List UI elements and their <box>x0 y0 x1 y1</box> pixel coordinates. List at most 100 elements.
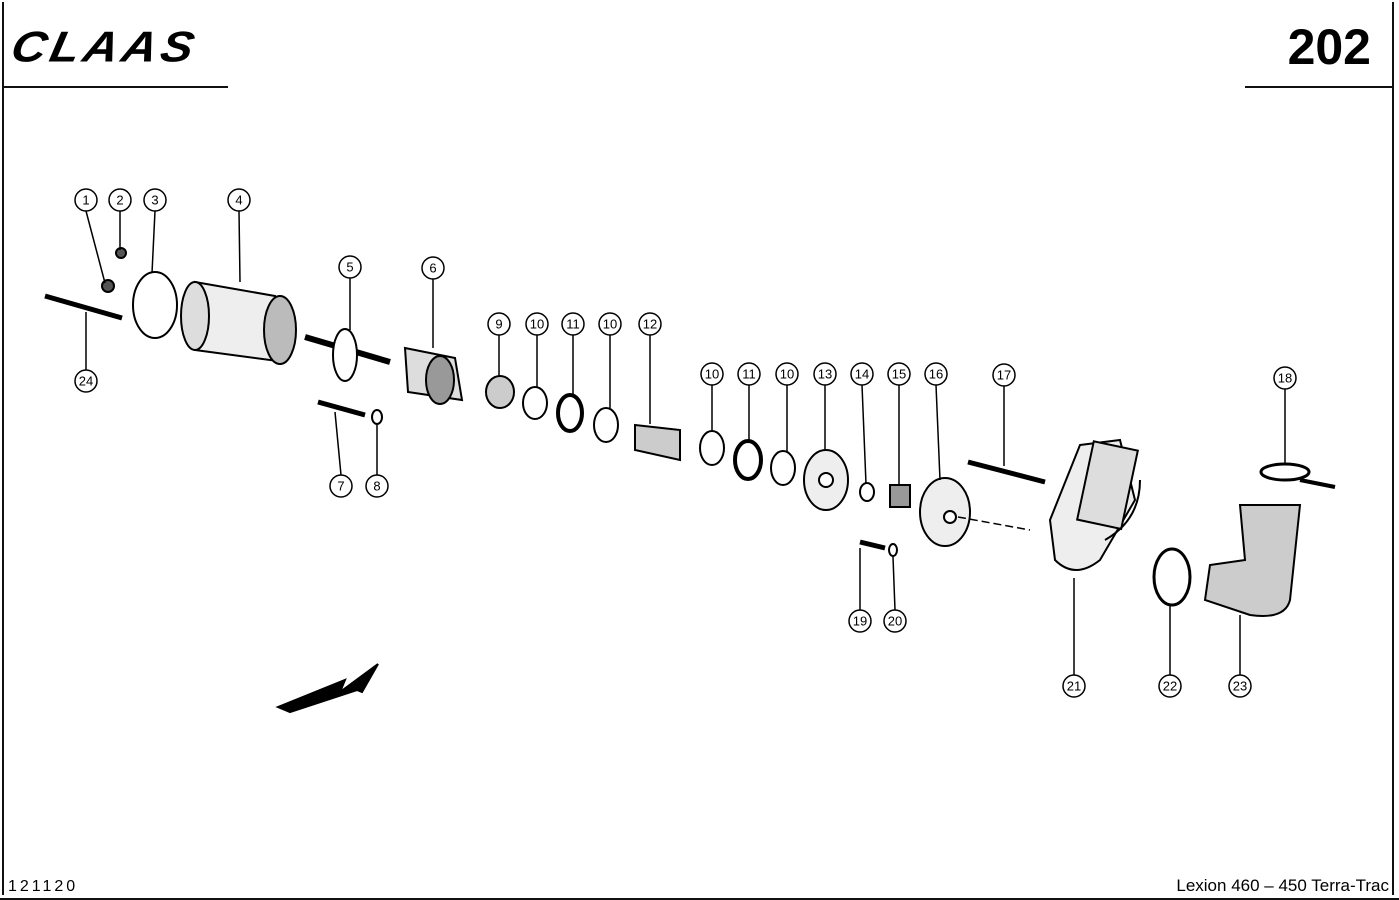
callout-11: 11 <box>737 362 761 442</box>
callout-circle <box>108 188 132 212</box>
part-plate-16 <box>919 477 971 547</box>
leader-line <box>85 210 106 284</box>
callout-4: 4 <box>227 188 251 283</box>
callout-circle <box>338 255 362 279</box>
callout-6: 6 <box>421 256 445 348</box>
leader-line <box>935 384 941 481</box>
callout-number: 24 <box>79 374 93 389</box>
callout-number: 10 <box>603 317 617 332</box>
callout-15: 15 <box>887 362 911 485</box>
callout-circle <box>813 362 837 386</box>
callout-number: 17 <box>997 368 1011 383</box>
callout-2: 2 <box>108 188 132 250</box>
callout-circle <box>329 474 353 498</box>
callout-circle <box>365 474 389 498</box>
callout-number: 9 <box>495 317 502 332</box>
callout-circle <box>227 188 251 212</box>
callout-circle <box>1228 674 1252 698</box>
callout-number: 6 <box>429 261 436 276</box>
part-bolt-7 <box>317 399 366 418</box>
callout-1: 1 <box>74 188 106 284</box>
callout-22: 22 <box>1158 605 1182 698</box>
part-flange-3 <box>132 271 178 339</box>
callout-number: 15 <box>892 367 906 382</box>
callout-circle <box>143 188 167 212</box>
callout-number: 16 <box>929 367 943 382</box>
callout-12: 12 <box>638 312 662 424</box>
part-ring-10a <box>522 386 548 420</box>
callout-circle <box>700 362 724 386</box>
part-hose-23 <box>1203 504 1302 617</box>
callout-17: 17 <box>992 363 1016 466</box>
leader-line <box>334 411 342 476</box>
callout-number: 13 <box>818 367 832 382</box>
callout-number: 14 <box>855 367 869 382</box>
header-rule-left <box>4 86 228 88</box>
callout-number: 20 <box>888 614 902 629</box>
callout-3: 3 <box>143 188 167 274</box>
part-bearing-11b <box>733 439 763 481</box>
part-washer-8 <box>371 409 383 425</box>
callout-number: 11 <box>742 367 756 382</box>
callout-number: 11 <box>566 317 580 332</box>
callout-20: 20 <box>883 556 907 633</box>
callout-circle <box>1062 674 1086 698</box>
machine-model: Lexion 460 – 450 Terra-Trac <box>1176 876 1389 895</box>
callout-number: 3 <box>151 193 158 208</box>
part-ring-10d <box>770 450 796 486</box>
part-clamp-18 <box>1259 462 1311 482</box>
part-nut-2 <box>115 247 127 259</box>
part-nut-1 <box>101 279 115 293</box>
part-bolt-24 <box>44 293 123 321</box>
callout-number: 4 <box>235 193 242 208</box>
callout-10: 10 <box>775 362 799 452</box>
callout-10: 10 <box>525 312 549 388</box>
callout-number: 1 <box>82 193 89 208</box>
callout-number: 12 <box>643 317 657 332</box>
callout-19: 19 <box>848 548 872 633</box>
callout-14: 14 <box>850 362 874 485</box>
part-roller-15 <box>889 484 911 508</box>
callout-18: 18 <box>1273 366 1297 465</box>
callout-24: 24 <box>74 312 98 393</box>
callout-7: 7 <box>329 411 353 498</box>
header-rule-right <box>1245 86 1393 88</box>
part-shaft-flange-5 <box>332 328 358 382</box>
callout-number: 8 <box>373 479 380 494</box>
callout-number: 10 <box>780 367 794 382</box>
callout-circle <box>883 609 907 633</box>
callout-number: 10 <box>705 367 719 382</box>
callout-circle <box>638 312 662 336</box>
callout-10: 10 <box>700 362 724 432</box>
leader-line <box>861 384 867 485</box>
callout-23: 23 <box>1228 615 1252 698</box>
direction-arrow <box>275 663 379 714</box>
callout-circle <box>561 312 585 336</box>
part-nut-14 <box>859 482 875 502</box>
callout-number: 2 <box>116 193 123 208</box>
callout-number: 10 <box>530 317 544 332</box>
callout-number: 22 <box>1163 679 1177 694</box>
callout-circle <box>924 362 948 386</box>
callout-circle <box>848 609 872 633</box>
callout-8: 8 <box>365 425 389 498</box>
callout-9: 9 <box>487 312 511 377</box>
callout-circle <box>525 312 549 336</box>
callout-circle <box>1273 366 1297 390</box>
callout-circle <box>775 362 799 386</box>
callout-circle <box>1158 674 1182 698</box>
leader-line <box>892 556 896 611</box>
part-washer-20 <box>888 543 898 557</box>
part-ring-10c <box>699 430 725 466</box>
callout-circle <box>992 363 1016 387</box>
callout-16: 16 <box>924 362 948 481</box>
callout-10: 10 <box>598 312 622 408</box>
footer-rule <box>0 898 1399 900</box>
callout-5: 5 <box>338 255 362 330</box>
part-clamp-22 <box>1152 547 1192 607</box>
callout-circle <box>887 362 911 386</box>
document-number: 121120 <box>8 878 79 895</box>
